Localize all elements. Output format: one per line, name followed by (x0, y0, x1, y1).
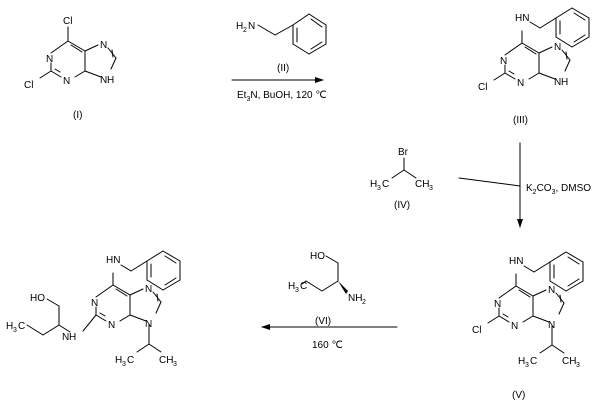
compound-IV-h3c-h: H (370, 179, 377, 190)
compound-IV-h3c-c: C (382, 179, 389, 190)
compound-I-cl-left: Cl (24, 80, 33, 91)
compound-I-bonds (39, 26, 117, 79)
compound-IV-h3c-sub: 3 (377, 185, 381, 192)
compound-V-n3: N (511, 321, 518, 332)
arrow-step2: K2CO3, DMSO (458, 142, 591, 228)
product-n7: N (145, 284, 152, 295)
compound-III-hn: HN (515, 13, 529, 24)
product-h3c-h: H (6, 321, 13, 332)
product-ipr-h3c-sub: 3 (122, 361, 126, 368)
compound-II-n: N (248, 21, 255, 32)
compound-I-n9: N (100, 75, 107, 86)
compound-VI-h3c-sub: 3 (295, 287, 299, 294)
compound-VI-ho: HO (310, 251, 325, 262)
compound-V-n1: N (494, 299, 501, 310)
compound-II-label: (II) (277, 63, 289, 74)
product-ho: HO (30, 293, 45, 304)
arrow-step1-head (315, 77, 324, 83)
compound-II-bonds (257, 13, 327, 55)
compound-IV: Br H 3 C CH 3 (IV) (370, 147, 433, 211)
product-h3c-c: C (18, 321, 25, 332)
compound-II: H 2 N (II) (236, 13, 327, 74)
step3-conditions: 160 ℃ (312, 340, 343, 351)
compound-V-n9: N (548, 320, 555, 331)
product-ipr-ch-sub: 3 (173, 361, 177, 368)
compound-V-ch: CH (562, 356, 576, 367)
compound-V-hn: HN (509, 256, 523, 267)
compound-III-n3: N (517, 78, 524, 89)
compound-II-h: H (236, 21, 243, 32)
compound-V-cl: Cl (472, 325, 481, 336)
compound-IV-bonds (391, 157, 417, 179)
step2-conditions: K2CO3, DMSO (526, 183, 591, 196)
product-nh-h: H (69, 332, 76, 343)
product-nh-n: N (62, 332, 69, 343)
compound-IV-ch: CH (415, 179, 429, 190)
arrow-step2-branch (458, 177, 521, 187)
product-hn: HN (106, 255, 120, 266)
compound-III: HN Cl N N N N H (III) (478, 7, 590, 126)
compound-I: Cl Cl N N N N H (I) (24, 16, 117, 121)
compound-I-n3: N (63, 76, 70, 87)
product-ipr-ch: CH (159, 355, 173, 366)
product-ipr-h3c-h: H (115, 355, 122, 366)
arrow-step3: 160 ℃ (261, 324, 398, 351)
compound-V-bonds (487, 251, 584, 354)
compound-I-n1: N (46, 54, 53, 65)
compound-III-n7: N (554, 42, 561, 53)
arrow-step2-head (517, 219, 523, 228)
compound-VI-nh-sub: 2 (362, 299, 366, 306)
compound-VI-wedge (338, 281, 348, 294)
step1-conditions: Et3N, BuOH, 120 ℃ (237, 90, 327, 103)
compound-IV-label: (IV) (394, 200, 410, 211)
compound-III-n9: N (554, 77, 561, 88)
compound-III-n1: N (500, 56, 507, 67)
compound-V-h3c-c: C (530, 356, 537, 367)
product-ipr-h3c-c: C (127, 355, 134, 366)
compound-I-h: H (107, 75, 114, 86)
product-n3: N (108, 320, 115, 331)
product-n9: N (145, 319, 152, 330)
product-bonds (26, 250, 181, 353)
compound-IV-br: Br (398, 147, 409, 158)
compound-VI: HO H 3 C NH 2 (VI) (288, 251, 366, 327)
compound-V-h3c-sub: 3 (525, 362, 529, 369)
compound-III-h: H (561, 77, 568, 88)
product-h3c-sub: 3 (13, 327, 17, 334)
compound-III-cl: Cl (478, 82, 487, 93)
arrow-step1: Et3N, BuOH, 120 ℃ (231, 77, 327, 103)
compound-I-cl-top: Cl (63, 16, 72, 27)
product-n1: N (91, 298, 98, 309)
compound-V-h3c-h: H (518, 356, 525, 367)
compound-VI-h3c-c: C (300, 281, 307, 292)
compound-I-label: (I) (73, 110, 82, 121)
compound-V-label: (V) (512, 390, 525, 401)
compound-VI-label: (VI) (315, 316, 331, 327)
compound-product: HN HO H 3 C N H N N N N H 3 C CH 3 (6, 250, 181, 368)
compound-III-bonds (493, 7, 590, 81)
arrow-step3-head (261, 324, 270, 330)
compound-V: HN Cl N N N N H 3 C CH 3 (V) (472, 251, 584, 401)
compound-VI-bonds (301, 255, 339, 292)
compound-IV-ch-sub: 3 (429, 185, 433, 192)
compound-III-label: (III) (513, 115, 528, 126)
compound-VI-h3c-h: H (288, 281, 295, 292)
compound-I-n7: N (100, 40, 107, 51)
compound-V-ch-sub: 3 (576, 362, 580, 369)
compound-II-sub: 2 (243, 27, 247, 34)
compound-VI-nh: NH (348, 293, 362, 304)
compound-V-n7: N (548, 285, 555, 296)
